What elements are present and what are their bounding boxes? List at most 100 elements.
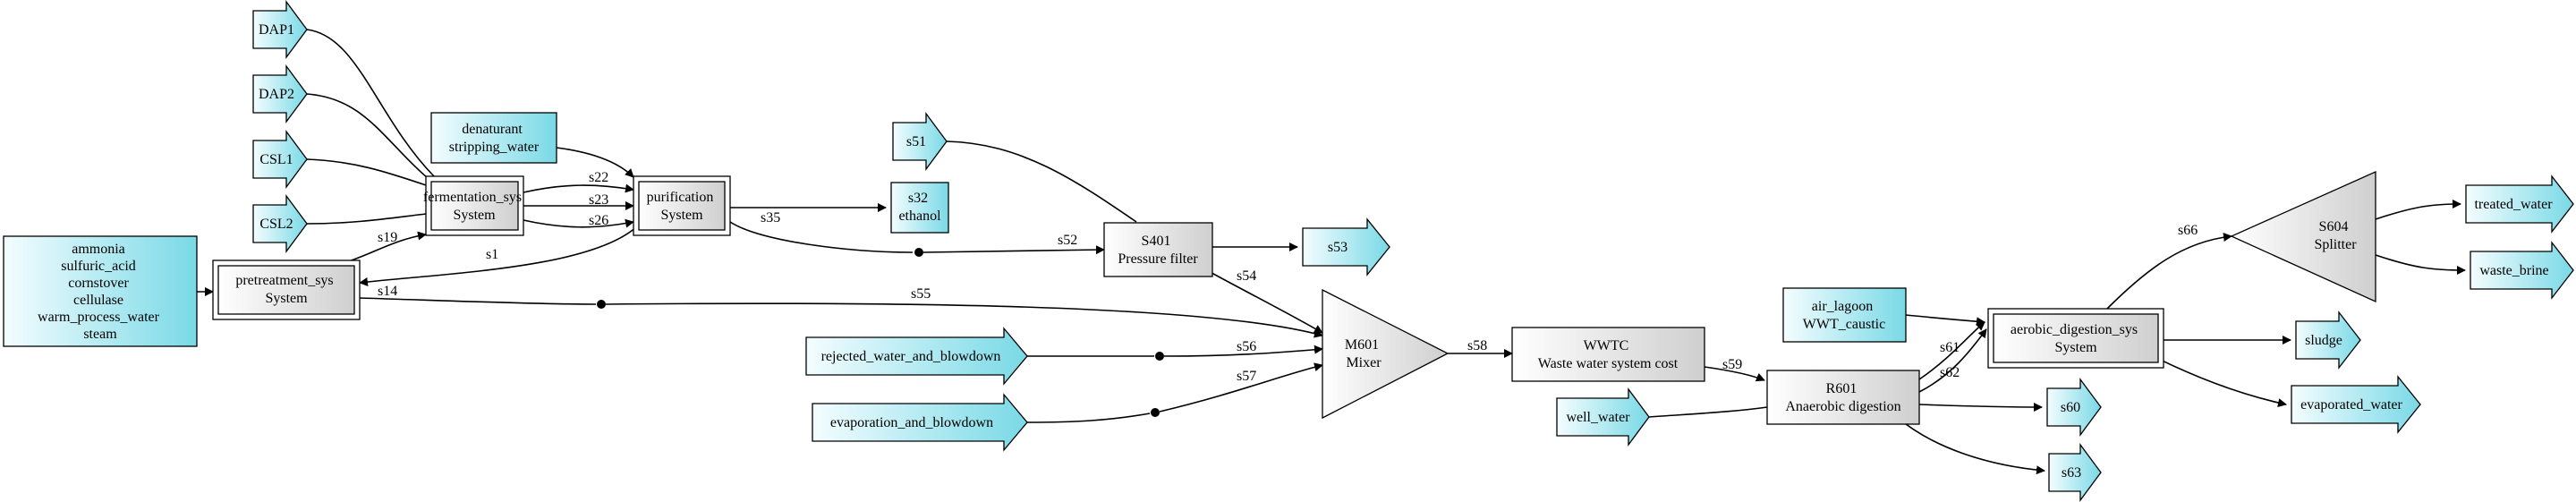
unit-s401 — [1103, 222, 1213, 277]
feed-s51-label: s51 — [906, 134, 926, 149]
unit-r601 — [1766, 370, 1920, 425]
stream-label-s19: s19 — [378, 230, 397, 245]
unit-s604 — [2230, 170, 2376, 303]
unit-aerobic-line: aerobic_digestion_sys — [2011, 322, 2138, 337]
product-s32-line: s32 — [908, 191, 928, 206]
edge-s54 — [1203, 268, 1323, 334]
edge-s26 — [523, 218, 634, 228]
stream-label-s56: s56 — [1237, 339, 1256, 354]
edge-s63 — [1896, 416, 2045, 475]
stream-label-s22: s22 — [589, 170, 608, 185]
edge-well-water — [1648, 406, 1768, 418]
edge-csl2 — [306, 212, 435, 225]
edge-s14 — [359, 297, 597, 305]
edge-air-lagoon — [1905, 314, 1985, 327]
unit-aerobic-label: aerobic_digestion_sys System — [2011, 322, 2141, 355]
feed-csl1-label: CSL1 — [259, 152, 293, 167]
product-s53 — [1302, 217, 1390, 277]
feed-evaporation-label: evaporation_and_blowdown — [830, 415, 993, 430]
unit-pretreatment-line: pretreatment_sys — [235, 273, 333, 288]
unit-fermentation-line: System — [453, 208, 496, 223]
feed-mix-line: ammonia — [72, 242, 125, 257]
stream-label-s14: s14 — [378, 284, 397, 299]
feed-air-lagoon-line: air_lagoon — [1812, 299, 1873, 314]
feed-denaturant-line: stripping_water — [449, 140, 540, 155]
unit-aerobic-inner — [1993, 313, 2159, 363]
stream-label-s35: s35 — [761, 210, 780, 225]
product-treated-water-label: treated_water — [2474, 197, 2553, 212]
unit-m601-line: Mixer — [1346, 355, 1382, 370]
edge-evaporation — [1026, 413, 1151, 423]
feed-mix — [3, 235, 198, 347]
edge-s59 — [1704, 366, 1765, 382]
feed-csl2 — [252, 194, 308, 253]
edge-s55 — [605, 302, 1323, 338]
feed-dap2-label: DAP2 — [259, 87, 294, 102]
edge-denaturant — [556, 147, 634, 178]
feed-mix-line: warm_process_water — [38, 310, 160, 325]
unit-s401-line: S401 — [1142, 234, 1171, 249]
edge-s62 — [1918, 328, 1987, 393]
product-s63-label: s63 — [2062, 465, 2081, 481]
feed-evaporation — [812, 393, 1028, 452]
edge-s61 — [1918, 321, 1985, 380]
unit-aerobic-line: System — [2054, 340, 2097, 355]
edge-dap1 — [306, 29, 435, 177]
edge-s57 — [1159, 362, 1323, 413]
stream-label-s55: s55 — [911, 286, 931, 302]
product-waste-brine — [2470, 241, 2574, 300]
feed-well-water-label: well_water — [1566, 410, 1630, 425]
unit-purification-line: System — [660, 208, 703, 223]
feed-mix-line: cornstover — [68, 276, 129, 291]
feed-mix-label: ammonia sulfuric_acid cornstover cellula… — [38, 242, 163, 342]
junction-dot — [1151, 408, 1160, 417]
feed-denaturant-label: denaturant stripping_water — [449, 122, 540, 155]
feed-dap2 — [252, 64, 308, 123]
stream-label-s54: s54 — [1237, 268, 1256, 284]
edge-s1 — [359, 225, 638, 286]
unit-fermentation-line: fermentation_sys — [423, 190, 522, 205]
product-sludge-label: sludge — [2305, 333, 2342, 348]
feed-csl2-label: CSL2 — [259, 217, 293, 232]
unit-pretreatment-label: pretreatment_sys System — [235, 273, 336, 306]
stream-label-s62: s62 — [1940, 365, 1960, 380]
feed-air-lagoon-line: WWT_caustic — [1803, 317, 1885, 332]
product-s60 — [2046, 378, 2102, 437]
unit-purification-label: purification System — [647, 190, 718, 223]
feed-mix-line: steam — [83, 327, 117, 342]
product-waste-brine-label: waste_brine — [2479, 263, 2548, 278]
stream-label-s57: s57 — [1237, 369, 1256, 384]
feed-s51 — [892, 112, 948, 171]
stream-label-s26: s26 — [589, 213, 608, 228]
stream-label-s23: s23 — [589, 192, 608, 208]
feed-dap1 — [252, 0, 308, 59]
stream-labels: s19 s1 s14 s22 s23 s26 s35 s52 s54 s55 s… — [378, 170, 2198, 384]
unit-r601-label: R601 Anaerobic digestion — [1785, 381, 1900, 414]
stream-label-s59: s59 — [1722, 357, 1742, 372]
product-nodes: s32 ethanol s53 s60 s63 sludge evaporate… — [890, 174, 2574, 502]
stream-label-s61: s61 — [1940, 340, 1960, 355]
unit-fermentation-inner — [430, 181, 519, 231]
edge-evaporated — [2147, 353, 2287, 407]
product-s63 — [2048, 443, 2102, 502]
stream-label-s66: s66 — [2178, 223, 2198, 238]
unit-wwtc-line: WWTC — [1584, 338, 1629, 353]
junction-dot — [1155, 352, 1164, 361]
feed-air-lagoon — [1782, 287, 1907, 343]
feed-denaturant-line: denaturant — [462, 122, 523, 137]
unit-nodes: pretreatment_sys System fermentation_sys… — [212, 170, 2376, 425]
edge-s35 — [729, 221, 914, 253]
feed-mix-line: sulfuric_acid — [61, 259, 136, 274]
edge-s66 — [2106, 233, 2232, 310]
product-evaporated-water — [2291, 375, 2421, 434]
feed-dap1-label: DAP1 — [259, 22, 294, 38]
feed-csl1 — [252, 130, 308, 189]
unit-purification-line: purification — [647, 190, 714, 205]
unit-m601-line: M601 — [1345, 337, 1379, 353]
product-evaporated-water-label: evaporated_water — [2300, 397, 2402, 413]
edge-s51 — [946, 140, 1137, 223]
feed-mix-line: cellulase — [73, 293, 123, 308]
unit-fermentation-label: fermentation_sys System — [423, 190, 525, 223]
junction-dot — [914, 248, 923, 257]
unit-pretreatment-line: System — [265, 291, 308, 306]
